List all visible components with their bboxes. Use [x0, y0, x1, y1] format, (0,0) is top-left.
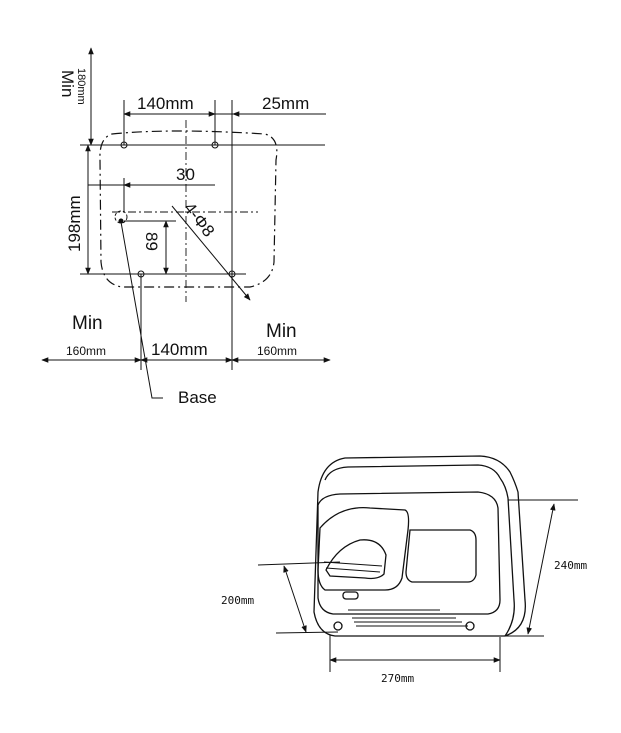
dim-140-top-label: 140mm [137, 94, 194, 113]
dim-240-label: 240mm [554, 559, 587, 572]
nozzle-housing [317, 507, 410, 591]
dim-200-label: 200mm [221, 594, 254, 607]
dim-89-label: 89 [142, 232, 161, 251]
dim-25-label: 25mm [262, 94, 309, 113]
hand-dryer-drawing: 240mm 200mm 270mm [221, 455, 587, 685]
nozzle-opening [325, 539, 387, 580]
dim-198-label: 198mm [65, 195, 84, 252]
mounting-template: Min 180mm 140mm 25mm 30 198mm 89 4-Φ8 Mi… [41, 47, 331, 407]
dim-200-top-ext [257, 561, 341, 566]
dim-200-arrow [283, 565, 307, 633]
dryer-front-panel [317, 491, 501, 615]
mounting-hole-bl [137, 270, 145, 278]
base-label: Base [178, 388, 217, 407]
dim-160-left-label: 160mm [66, 344, 106, 358]
mounting-hole-tr [211, 141, 219, 149]
dryer-top-rim [324, 464, 501, 481]
dim-200-bottom-ext [275, 631, 339, 634]
base-hole-center [118, 218, 124, 224]
min-right-label: Min [266, 321, 297, 342]
vent-grille [348, 609, 468, 627]
screw-left [333, 621, 343, 631]
min-top-value: 180mm [75, 68, 87, 105]
dryer-body [313, 455, 526, 637]
dim-30-label: 30 [176, 165, 195, 184]
sensor-window [405, 529, 477, 583]
screw-right [465, 621, 475, 631]
min-top-label: Min [58, 70, 77, 97]
template-outline [99, 130, 278, 288]
indicator-light [342, 591, 359, 600]
dryer-side-face [499, 477, 515, 637]
mounting-hole-tl [120, 141, 128, 149]
base-leader [120, 221, 163, 399]
dim-270-label: 270mm [381, 672, 414, 685]
nozzle-inner [323, 561, 383, 573]
min-left-label: Min [72, 313, 103, 334]
base-hole [114, 210, 128, 224]
dim-160-right-label: 160mm [257, 344, 297, 358]
hole-spec-leader [171, 205, 251, 301]
dim-240-arrow [526, 503, 556, 635]
dim-140-bottom-label: 140mm [151, 340, 208, 359]
